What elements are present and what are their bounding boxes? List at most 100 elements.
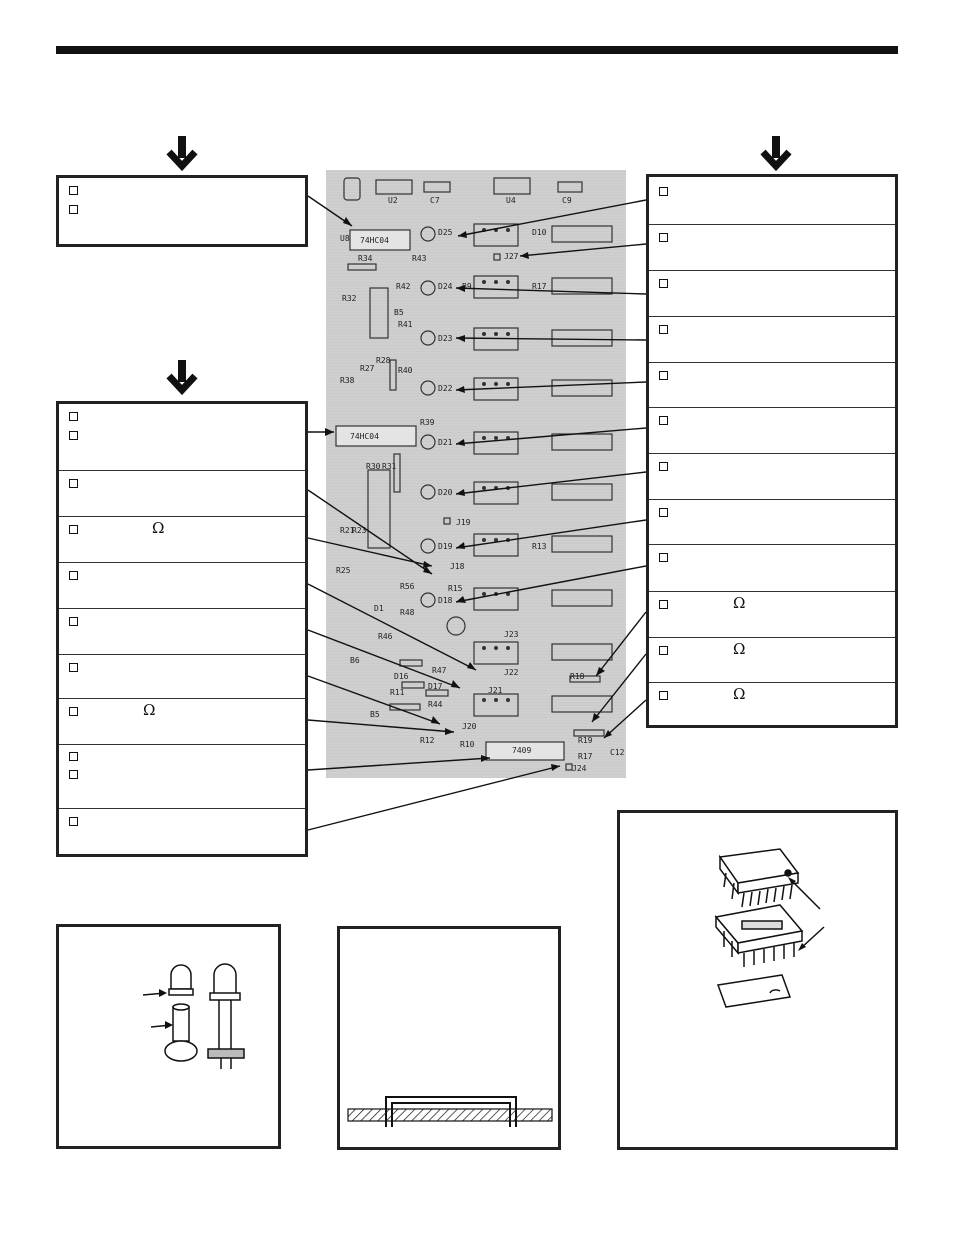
- checkbox-icon[interactable]: [69, 431, 78, 440]
- list-item: [59, 745, 305, 809]
- pcb-label: R17: [532, 282, 547, 291]
- checkbox-icon[interactable]: [659, 646, 668, 655]
- ohm-symbol: Ω: [143, 701, 156, 719]
- led-icon: [142, 963, 245, 1069]
- checkbox-icon[interactable]: [69, 525, 78, 534]
- checkbox-icon[interactable]: [69, 479, 78, 488]
- list-item: [59, 404, 305, 471]
- list-item: Ω: [649, 683, 895, 728]
- pcb-label: R18: [570, 672, 585, 681]
- pcb-label: D1: [374, 604, 384, 613]
- pcb-label: J21: [488, 686, 503, 695]
- checkbox-icon[interactable]: [659, 508, 668, 517]
- pcb-label: J24: [572, 764, 587, 773]
- pcb-label: R40: [398, 366, 413, 375]
- pcb-label: D16: [394, 672, 409, 681]
- pcb-label: R11: [390, 688, 405, 697]
- checkbox-icon[interactable]: [69, 205, 78, 214]
- checkbox-icon[interactable]: [69, 770, 78, 779]
- list-item: [649, 545, 895, 592]
- pcb-label: U2: [388, 196, 398, 205]
- checkbox-icon[interactable]: [659, 553, 668, 562]
- pcb-label: R31: [382, 462, 397, 471]
- pcb-label: R48: [400, 608, 415, 617]
- pcb-label: 7409: [512, 746, 532, 755]
- checkbox-icon[interactable]: [659, 600, 668, 609]
- ic-socket-inset-panel: [617, 810, 898, 1150]
- pcb-label: R17: [578, 752, 593, 761]
- checkbox-icon[interactable]: [69, 707, 78, 716]
- pcb-label: J18: [450, 562, 465, 571]
- checkbox-icon[interactable]: [69, 617, 78, 626]
- list-item: [649, 500, 895, 545]
- checkbox-icon[interactable]: [69, 186, 78, 195]
- pcb-label: B6: [350, 656, 360, 665]
- list-item: [649, 225, 895, 271]
- jumper-inset-panel: [337, 926, 561, 1150]
- pcb-label: C12: [610, 748, 625, 757]
- pcb-label: R47: [432, 666, 447, 675]
- ohm-symbol: Ω: [733, 685, 746, 703]
- list-item: Ω: [649, 592, 895, 638]
- checkbox-icon[interactable]: [69, 752, 78, 761]
- pcb-label: R41: [398, 320, 413, 329]
- checkbox-icon[interactable]: [69, 571, 78, 580]
- pcb-label: R42: [396, 282, 411, 291]
- checkbox-icon[interactable]: [659, 371, 668, 380]
- pcb-label: D18: [438, 596, 453, 605]
- pcb-label: D10: [532, 228, 547, 237]
- pcb-label: R15: [448, 584, 463, 593]
- led-inset-panel: [56, 924, 281, 1149]
- pcb-photo: U2 C7 U4 C9 U8 74HC04 D25 D10 J27 R34 R4…: [326, 170, 626, 778]
- checkbox-icon[interactable]: [659, 691, 668, 700]
- pcb-label: R46: [378, 632, 393, 641]
- checkbox-icon[interactable]: [69, 817, 78, 826]
- list-item: [59, 809, 305, 857]
- jumper-wire-icon: [347, 1096, 553, 1127]
- list-item: [649, 454, 895, 500]
- list-item: [649, 408, 895, 454]
- ohm-symbol: Ω: [152, 519, 165, 537]
- down-arrow-icon: [166, 136, 198, 172]
- list-item: [649, 271, 895, 317]
- right-parts-list-box: Ω Ω Ω: [646, 174, 898, 728]
- pcb-label: R32: [342, 294, 357, 303]
- list-item: Ω: [59, 517, 305, 563]
- pcb-label: U4: [506, 196, 516, 205]
- pcb-label: R43: [412, 254, 427, 263]
- down-arrow-icon: [760, 136, 792, 172]
- list-item: [649, 363, 895, 408]
- list-item: [649, 317, 895, 363]
- pcb-label: B9: [462, 282, 472, 291]
- list-item: Ω: [59, 699, 305, 745]
- list-item: [59, 655, 305, 699]
- pcb-label: D21: [438, 438, 453, 447]
- checkbox-icon[interactable]: [659, 416, 668, 425]
- checkbox-icon[interactable]: [69, 663, 78, 672]
- checkbox-icon[interactable]: [659, 462, 668, 471]
- pcb-label: R56: [400, 582, 415, 591]
- pcb-label: D20: [438, 488, 453, 497]
- checkbox-icon[interactable]: [659, 233, 668, 242]
- checkbox-icon[interactable]: [659, 279, 668, 288]
- down-arrow-icon: [166, 360, 198, 396]
- pcb-label: J22: [504, 668, 519, 677]
- checkbox-icon[interactable]: [659, 325, 668, 334]
- pcb-label: D23: [438, 334, 453, 343]
- pcb-label: R21: [340, 526, 355, 535]
- checkbox-icon[interactable]: [69, 412, 78, 421]
- checkbox-icon[interactable]: [659, 187, 668, 196]
- pcb-label: R34: [358, 254, 373, 263]
- pcb-label: J20: [462, 722, 477, 731]
- list-item: [59, 471, 305, 517]
- pcb-label: R23: [352, 526, 367, 535]
- pcb-label: R39: [420, 418, 435, 427]
- pcb-label: D19: [438, 542, 453, 551]
- pcb-label: R13: [532, 542, 547, 551]
- pcb-label: R25: [336, 566, 351, 575]
- pcb-label: R19: [578, 736, 593, 745]
- pcb-label: R44: [428, 700, 443, 709]
- pcb-label: J19: [456, 518, 471, 527]
- pcb-label: B5: [394, 308, 404, 317]
